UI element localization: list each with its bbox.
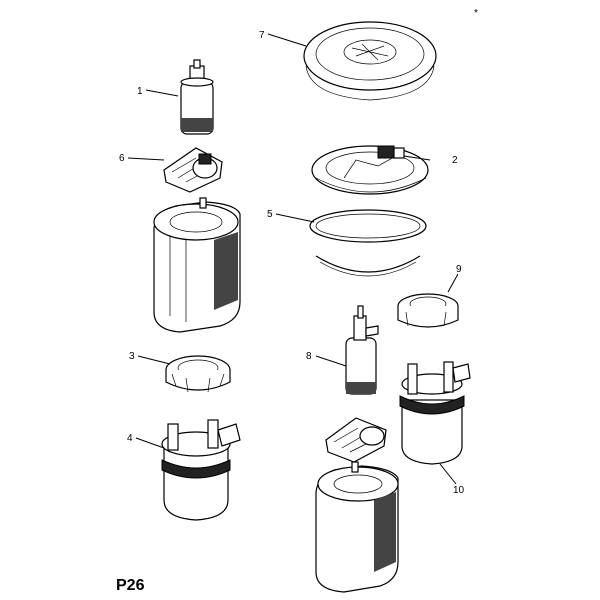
callout-9: 9 [456, 264, 462, 275]
pump-bracket-left [163, 147, 223, 193]
corner-mark: * [474, 8, 478, 19]
retaining-ring-left [165, 355, 231, 393]
diagram-reference: P26 [116, 577, 145, 594]
callout-10: 10 [453, 485, 465, 496]
pump-bracket-right [325, 417, 387, 463]
callout-7: 7 [259, 30, 265, 41]
sender-flange [311, 145, 429, 195]
sender-unit-left [153, 197, 241, 333]
leader-lines [127, 33, 459, 485]
callout-6: 6 [119, 153, 125, 164]
sender-unit-right [315, 461, 399, 593]
reservoir-housing-left [161, 419, 241, 521]
seal-ring [309, 209, 427, 277]
callout-4: 4 [127, 433, 133, 444]
callout-1: 1 [137, 86, 143, 97]
callout-3: 3 [129, 351, 135, 362]
reservoir-housing-right [399, 361, 471, 465]
fuel-pump-left [180, 59, 214, 135]
retaining-ring-right [397, 293, 459, 328]
fuel-pump-right [345, 305, 379, 395]
callout-2: 2 [452, 155, 458, 166]
callout-5: 5 [267, 209, 273, 220]
tank-cover [303, 21, 437, 101]
callout-8: 8 [306, 351, 312, 362]
